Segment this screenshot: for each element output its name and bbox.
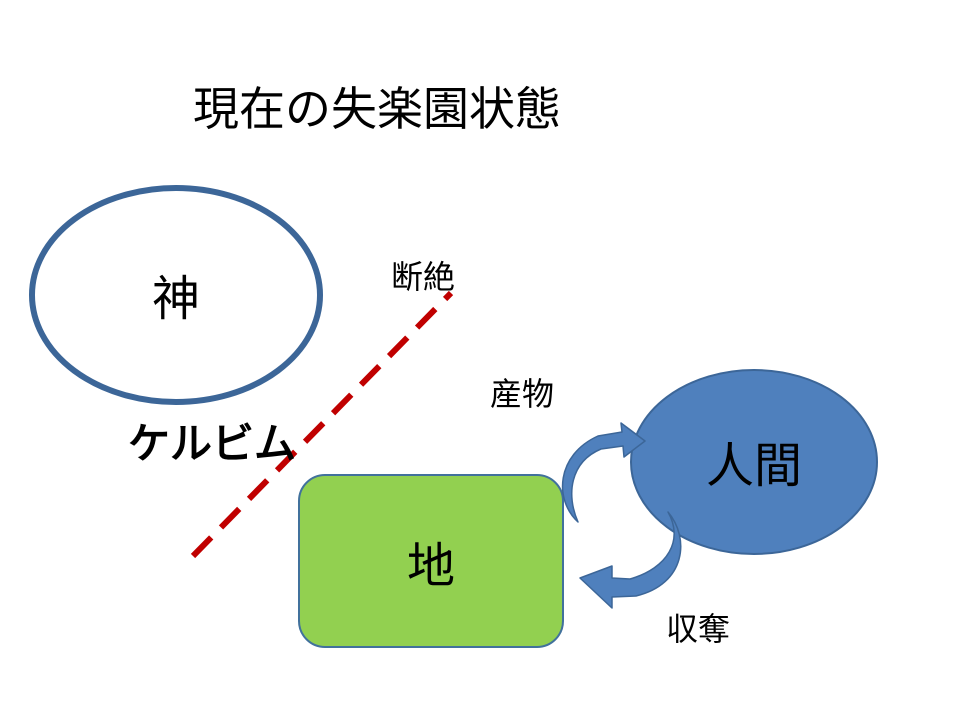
god-label: 神 — [152, 271, 200, 327]
exploitation-label: 収奪 — [666, 610, 730, 648]
earth-label: 地 — [407, 538, 455, 594]
human-ellipse — [630, 369, 878, 555]
human-label: 人間 — [706, 438, 802, 494]
slide-title: 現在の失楽園状態 — [193, 82, 561, 136]
severance-line — [190, 290, 454, 559]
earth-box — [298, 474, 564, 648]
produce-label: 産物 — [490, 375, 554, 413]
severance-label: 断絶 — [391, 258, 455, 296]
cherubim-label: ケルビム — [128, 419, 296, 468]
exploitation-arrow — [579, 511, 682, 609]
god-ellipse — [29, 185, 323, 405]
produce-arrow — [561, 422, 646, 523]
